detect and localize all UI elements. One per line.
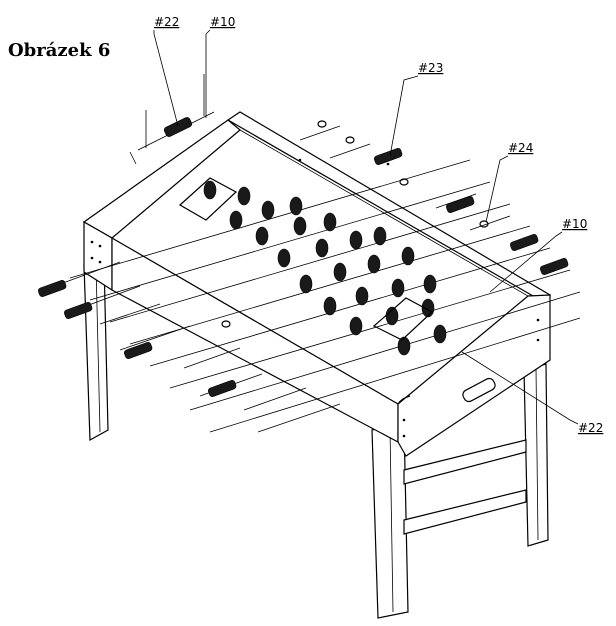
exploded-rod-assembly [129,74,215,165]
players [203,180,447,356]
callout-23: #23 [418,61,443,75]
callout-leaders [153,29,579,425]
callout-10-right: #10 [562,217,587,231]
rod-handles [38,147,569,397]
player-rods [43,159,581,433]
callout-24: #24 [508,141,533,155]
table-legs [83,261,549,619]
callout-10-top: #10 [210,15,235,29]
rod-end-parts [221,120,511,328]
goal-areas [178,177,434,341]
figure-title: Obrázek 6 [8,40,111,61]
callout-22-top: #22 [154,15,179,29]
handle-slot [462,377,496,403]
callout-22-right: #22 [578,421,603,435]
table-body [82,111,552,457]
